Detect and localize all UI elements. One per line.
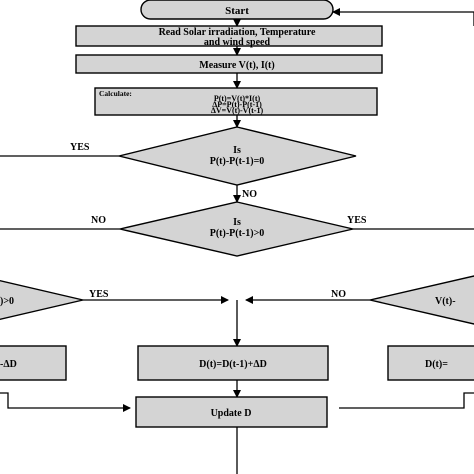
decision-power-equal: Is P(t)-P(t-1)=0 (118, 126, 357, 186)
connectors (0, 8, 474, 474)
decision-1-yes-label: YES (70, 142, 90, 153)
measure-label: Measure V(t), I(t) (199, 60, 274, 71)
calculate-line-3: ΔV=V(t)-V(t-1) (211, 106, 264, 115)
right-voltage-decision: V(t)- (369, 275, 474, 325)
start-terminal: Start (140, 0, 334, 20)
right-decision-no-label: NO (331, 289, 346, 300)
decision-1-line-1: Is (233, 145, 241, 156)
left-box-label: -ΔD (0, 359, 17, 370)
left-duty-box: -ΔD (0, 345, 67, 381)
calculate-box: Calculate: P(t)=V(t)*I(t) ΔP=P(t)-P(t-1)… (94, 87, 378, 116)
read-line-1: Read Solar irradiation, Temperature (159, 27, 316, 38)
read-line-2: and wind speed (204, 37, 271, 48)
calculate-line-2: ΔP=P(t)-P(t-1) (212, 100, 262, 109)
right-duty-box: D(t)= (387, 345, 474, 381)
decision-2-no-label: NO (91, 215, 106, 226)
decision-1-line-2: P(t)-P(t-1)=0 (210, 156, 265, 167)
right-decision-text: V(t)- (435, 296, 456, 307)
center-box-label: D(t)=D(t-1)+ΔD (199, 359, 267, 370)
read-inputs-box: Read Solar irradiation, Temperature and … (75, 25, 383, 48)
decision-2-line-2: P(t)-P(t-1)>0 (210, 228, 265, 239)
start-label: Start (225, 5, 249, 17)
left-decision-text: )>0 (0, 296, 14, 307)
left-decision-yes-label: YES (89, 289, 109, 300)
left-voltage-decision: )>0 (0, 279, 84, 321)
measure-box: Measure V(t), I(t) (75, 54, 383, 74)
update-label: Update D (211, 408, 252, 419)
decision-2-yes-label: YES (347, 215, 367, 226)
update-d-box: Update D (135, 396, 328, 428)
decision-2-line-1: Is (233, 217, 241, 228)
calculate-line-1: P(t)=V(t)*I(t) (214, 94, 261, 103)
calculate-heading: Calculate: (99, 89, 132, 98)
decision-power-greater: Is P(t)-P(t-1)>0 (119, 201, 354, 257)
right-box-label: D(t)= (425, 359, 448, 370)
decision-1-no-label: NO (242, 189, 257, 200)
center-duty-box: D(t)=D(t-1)+ΔD (137, 345, 329, 381)
